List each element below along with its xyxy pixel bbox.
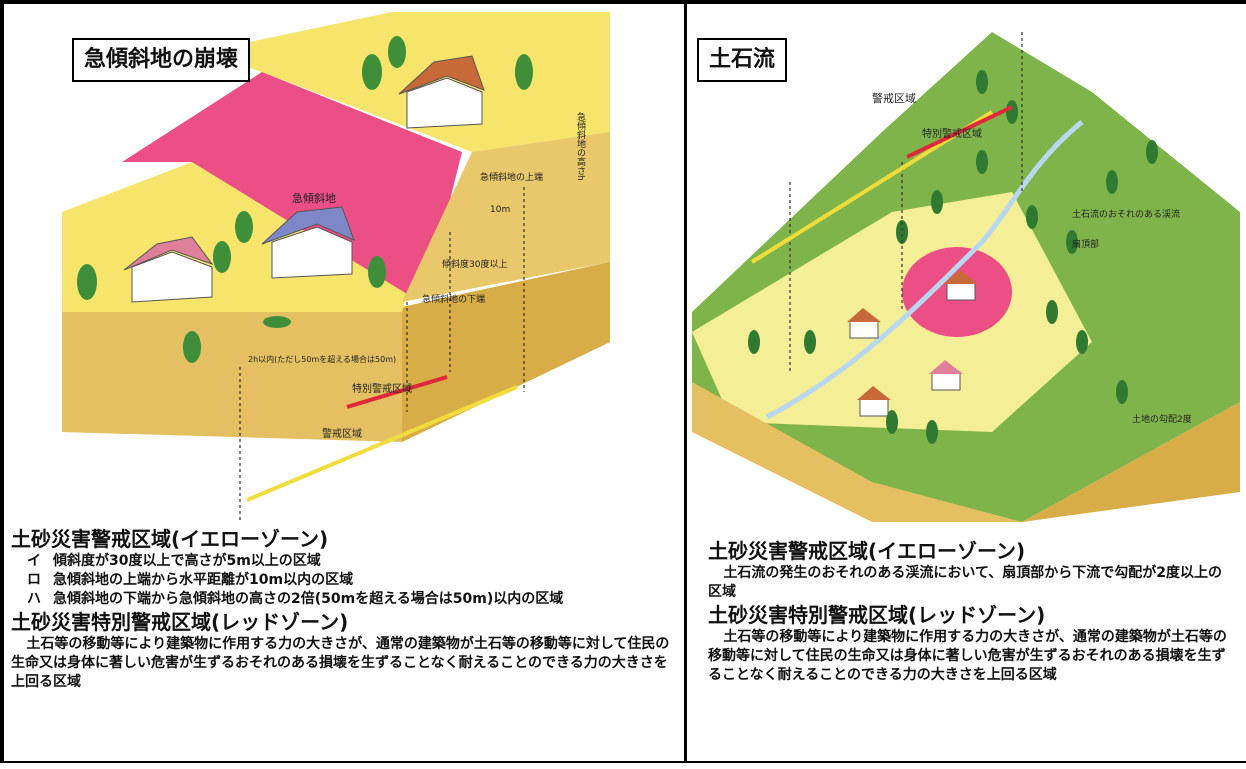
red-zone-text: 土石等の移動等により建築物に作用する力の大きさが、通常の建築物が土石等の移動等に… [708, 629, 1227, 683]
left-panel-title: 急傾斜地の崩壊 [72, 38, 251, 82]
debris-flow-svg: 警戒区域 特別警戒区域 土石流のおそれのある渓流 扇頂部 土地の勾配2度 [692, 32, 1240, 522]
cliff-face [402, 132, 610, 302]
ground-side-face [872, 402, 1240, 522]
gradient-label: 土地の勾配2度 [1132, 413, 1192, 425]
panel-divider [684, 4, 687, 761]
slope-area-label: 急傾斜地 [292, 191, 336, 205]
house-icon [944, 270, 978, 301]
criteria-text: 傾斜度が30度以上で高さが5m以上の区域 [53, 553, 321, 569]
criteria-mark: イ [27, 553, 41, 569]
special-zone-arrow [906, 105, 1013, 159]
ground-front-face [692, 382, 1022, 522]
criteria-item: ハ 急傾斜地の下端から急傾斜地の高さの2倍(50mを超える場合は50m)以内の区… [27, 590, 676, 609]
stream-label: 土石流のおそれのある渓流 [1072, 208, 1180, 220]
house-icon [261, 206, 355, 279]
red-zone-band [122, 72, 462, 294]
special-zone-label: 特別警戒区域 [922, 127, 982, 140]
distance-label: 10m [490, 205, 510, 215]
fan-top-label: 扇頂部 [1072, 238, 1099, 250]
house-icon [398, 55, 485, 129]
bottom-edge-label: 急傾斜地の下端 [422, 293, 485, 305]
criteria-text: 急傾斜地の上端から水平距離が10m以内の区域 [53, 572, 354, 588]
stream-path [765, 120, 1084, 420]
criteria-item: ロ 急傾斜地の上端から水平距離が10m以内の区域 [27, 571, 676, 590]
debris-flow-illustration: 警戒区域 特別警戒区域 土石流のおそれのある渓流 扇頂部 土地の勾配2度 [692, 12, 1240, 522]
yellow-zone-fan [692, 192, 1092, 432]
ground-side-face [402, 262, 610, 442]
steep-slope-svg: 急傾斜地 急傾斜地の上端 10m 急傾斜地の高さh 傾斜度30度以上 急傾斜地の… [62, 12, 610, 522]
angle-label: 傾斜度30度以上 [442, 258, 507, 270]
red-zone-text: 土石等の移動等により建築物に作用する力の大きさが、通常の建築物が土石等の移動等に… [11, 636, 670, 690]
house-icon [857, 386, 891, 417]
house-icon [847, 308, 881, 339]
red-zone-heading: 土砂災害特別警戒区域(レッドゾーン) [708, 603, 1046, 627]
height-label: 急傾斜地の高さh [575, 111, 586, 181]
red-zone-heading: 土砂災害特別警戒区域(レッドゾーン) [11, 610, 349, 634]
right-panel-title: 土石流 [697, 38, 788, 82]
steep-slope-illustration: 急傾斜地 急傾斜地の上端 10m 急傾斜地の高さh 傾斜度30度以上 急傾斜地の… [62, 12, 610, 522]
criteria-mark: ロ [27, 572, 41, 588]
upper-yellow-zone [202, 12, 610, 152]
tree-icons [77, 36, 533, 363]
criteria-item: イ 傾斜度が30度以上で高さが5m以上の区域 [27, 552, 676, 571]
house-icon [929, 360, 963, 391]
top-edge-label: 急傾斜地の上端 [480, 171, 543, 183]
range-note-label: 2h以内(ただし50mを超える場合は50m) [248, 354, 396, 364]
right-description: 土砂災害警戒区域(イエローゾーン) 土石流の発生のおそれのある渓流において、扇頂… [708, 538, 1228, 685]
boundary-lines [789, 32, 1023, 372]
warning-zone-label: 警戒区域 [872, 91, 916, 105]
warning-zone-label: 警戒区域 [322, 427, 362, 440]
criteria-mark: ハ [27, 591, 41, 607]
boundary-lines [239, 187, 525, 522]
tree-icons [748, 70, 1158, 444]
left-description: 土砂災害警戒区域(イエローゾーン) イ 傾斜度が30度以上で高さが5m以上の区域… [11, 526, 676, 692]
yellow-zone-heading: 土砂災害警戒区域(イエローゾーン) [708, 539, 1026, 563]
yellow-zone-heading: 土砂災害警戒区域(イエローゾーン) [11, 527, 329, 551]
special-zone-label: 特別警戒区域 [352, 382, 412, 395]
house-icon [123, 236, 214, 303]
bottom-rule [0, 761, 1246, 763]
warning-zone-arrow [246, 385, 518, 502]
criteria-text: 急傾斜地の下端から急傾斜地の高さの2倍(50mを超える場合は50m)以内の区域 [53, 591, 564, 607]
yellow-zone-text: 土石流の発生のおそれのある渓流において、扇頂部から下流で勾配が2度以上の区域 [708, 565, 1223, 600]
special-zone-arrow [346, 375, 448, 409]
